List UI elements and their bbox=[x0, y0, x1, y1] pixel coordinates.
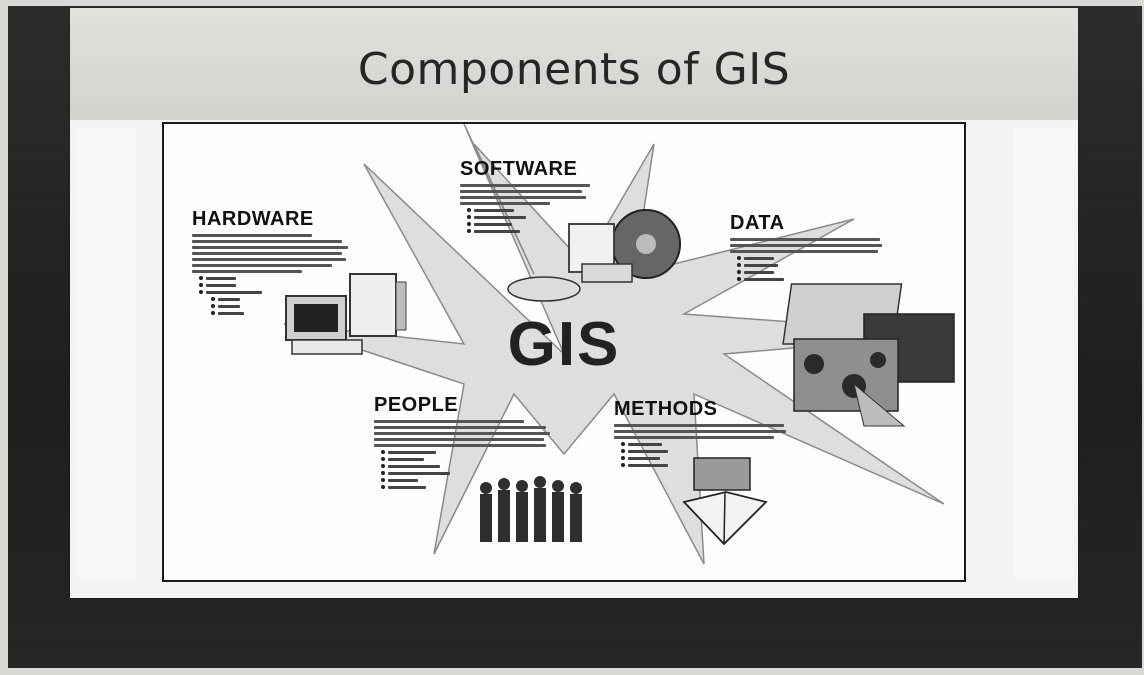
starburst-shape bbox=[283, 124, 955, 565]
hardware-section: HARDWARE bbox=[192, 208, 352, 315]
hardware-title: HARDWARE bbox=[192, 208, 314, 230]
slide-title: Components of GIS bbox=[357, 43, 791, 95]
software-disk-icon bbox=[507, 209, 681, 302]
gis-center-label: GIS bbox=[507, 310, 621, 379]
slide-left-margin bbox=[76, 128, 136, 578]
gis-components-figure: GIS SOFTWARE HARDWARE bbox=[162, 122, 966, 582]
title-bar: Components of GIS bbox=[70, 8, 1078, 120]
starburst-illustration bbox=[283, 124, 955, 565]
methods-section: METHODS bbox=[614, 398, 794, 467]
people-section: PEOPLE bbox=[374, 394, 554, 489]
methods-title: METHODS bbox=[614, 398, 718, 420]
software-title: SOFTWARE bbox=[460, 158, 578, 180]
hardware-computer-icon bbox=[285, 273, 407, 355]
slide-right-margin bbox=[1014, 128, 1074, 578]
slide: Components of GIS bbox=[70, 8, 1078, 598]
data-map-layers-icon bbox=[782, 283, 955, 427]
methods-book-icon bbox=[682, 457, 768, 546]
software-section: SOFTWARE bbox=[460, 158, 610, 233]
data-section: DATA bbox=[730, 212, 890, 281]
people-title: PEOPLE bbox=[374, 394, 459, 416]
people-group-icon bbox=[480, 476, 582, 542]
data-title: DATA bbox=[730, 212, 785, 234]
